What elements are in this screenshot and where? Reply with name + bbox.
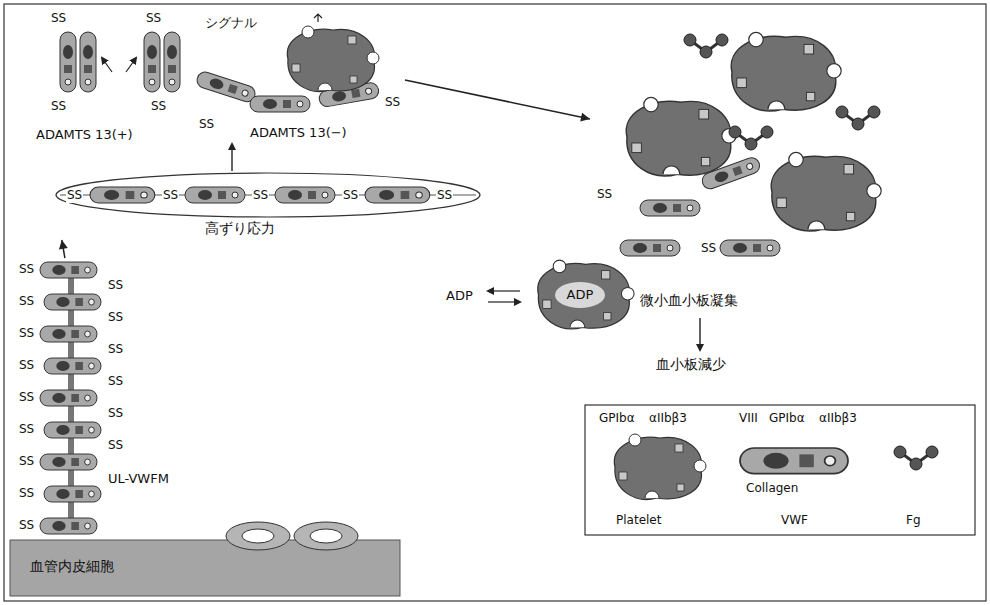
callout-label: GPIbα bbox=[598, 412, 636, 426]
disulfide-label: SS bbox=[18, 327, 35, 341]
legend-text: Fg bbox=[905, 514, 922, 528]
disulfide-label: SS bbox=[18, 519, 35, 533]
disulfide-label: SS bbox=[50, 12, 67, 26]
disulfide-label: SS bbox=[384, 96, 401, 110]
disulfide-label: SS bbox=[107, 439, 124, 453]
callout-label: 血小板減少 bbox=[655, 356, 727, 372]
disulfide-label: SS bbox=[107, 311, 124, 325]
figure-node: UL-VWFM bbox=[15, 258, 190, 540]
disulfide-label: SS bbox=[18, 423, 35, 437]
disulfide-label: SS bbox=[107, 407, 124, 421]
node-text: ADAMTS 13(−) bbox=[250, 126, 347, 141]
disulfide-label: SS bbox=[596, 188, 613, 202]
callout-label: VIII bbox=[738, 412, 759, 426]
disulfide-label: SS bbox=[162, 189, 179, 203]
disulfide-label: SS bbox=[252, 189, 269, 203]
disulfide-label: SS bbox=[342, 189, 359, 203]
arrow-connector bbox=[59, 240, 68, 258]
disulfide-label: SS bbox=[700, 242, 717, 256]
disulfide-label: SS bbox=[66, 189, 83, 203]
figure-node: 高ずり応力 bbox=[55, 170, 482, 240]
disulfide-label: SS bbox=[18, 263, 35, 277]
disulfide-label: SS bbox=[150, 100, 167, 114]
callout-label: ADP bbox=[445, 289, 474, 304]
node-text: 微小血小板凝集 bbox=[640, 292, 738, 308]
node-text: 血管内皮細胞 bbox=[30, 558, 114, 574]
callout-label: Collagen bbox=[745, 482, 799, 496]
disulfide-label: SS bbox=[107, 343, 124, 357]
disulfide-label: SS bbox=[107, 375, 124, 389]
disulfide-label: SS bbox=[145, 12, 162, 26]
node-text: UL-VWFM bbox=[108, 472, 169, 487]
disulfide-label: SS bbox=[50, 100, 67, 114]
disulfide-label: SS bbox=[18, 295, 35, 309]
arrow-connector bbox=[405, 80, 590, 122]
disulfide-label: SS bbox=[18, 391, 35, 405]
node-text: シグナル bbox=[205, 16, 257, 31]
callout-label: αIIbβ3 bbox=[648, 412, 688, 426]
callout-label: αIIbβ3 bbox=[818, 412, 858, 426]
disulfide-label: SS bbox=[18, 455, 35, 469]
legend-text: Platelet bbox=[615, 514, 662, 528]
node-text: ADP bbox=[567, 288, 594, 303]
callout-label: GPIbα bbox=[768, 412, 806, 426]
disulfide-label: SS bbox=[436, 189, 453, 203]
disulfide-label: SS bbox=[18, 487, 35, 501]
disulfide-label: SS bbox=[107, 279, 124, 293]
legend-text: VWF bbox=[780, 514, 809, 528]
callout-label: ADAMTS 13(+) bbox=[35, 128, 134, 143]
figure-node: 微小血小板凝集 bbox=[590, 20, 890, 320]
disulfide-label: SS bbox=[198, 118, 215, 132]
disulfide-label: SS bbox=[18, 359, 35, 373]
figure-node: 血管内皮細胞 bbox=[10, 540, 400, 596]
figure-node: ADP bbox=[525, 255, 635, 335]
node-text: 高ずり応力 bbox=[205, 220, 275, 236]
